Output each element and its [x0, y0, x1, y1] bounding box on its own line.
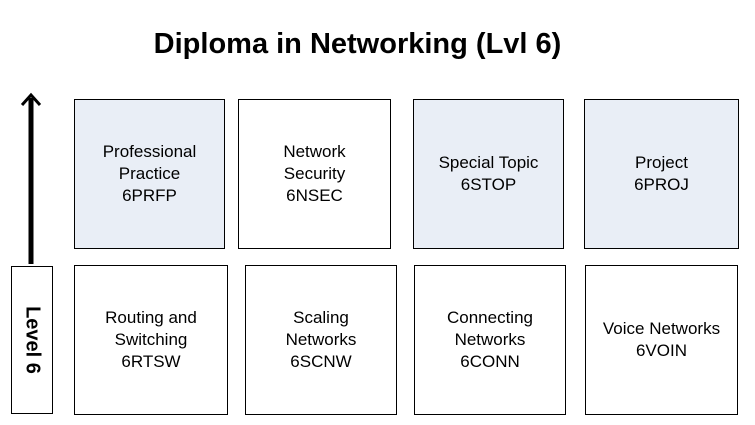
module-label: Professional Practice 6PRFP — [102, 142, 197, 205]
module-label: Connecting Networks 6CONN — [446, 308, 533, 371]
module-label: Project 6PROJ — [634, 153, 689, 194]
level-box: Level 6 — [11, 266, 53, 414]
module-box-6prfp: Professional Practice 6PRFP — [74, 99, 225, 249]
module-box-6stop: Special Topic 6STOP — [413, 99, 564, 249]
module-label: Voice Networks 6VOIN — [602, 319, 721, 360]
diagram-title: Diploma in Networking (Lvl 6) — [153, 28, 562, 60]
up-arrow-icon — [20, 92, 42, 264]
module-label: Routing and Switching 6RTSW — [105, 308, 197, 371]
module-box-6rtsw: Routing and Switching 6RTSW — [74, 265, 228, 415]
module-box-6conn: Connecting Networks 6CONN — [414, 265, 566, 415]
module-label: Scaling Networks 6SCNW — [285, 308, 357, 371]
module-box-6scnw: Scaling Networks 6SCNW — [245, 265, 397, 415]
module-box-6voin: Voice Networks 6VOIN — [585, 265, 738, 415]
module-box-6nsec: Network Security 6NSEC — [238, 99, 391, 249]
module-box-6proj: Project 6PROJ — [584, 99, 739, 249]
module-label: Special Topic 6STOP — [438, 153, 539, 194]
module-label: Network Security 6NSEC — [283, 142, 346, 205]
level-label: Level 6 — [21, 306, 44, 374]
